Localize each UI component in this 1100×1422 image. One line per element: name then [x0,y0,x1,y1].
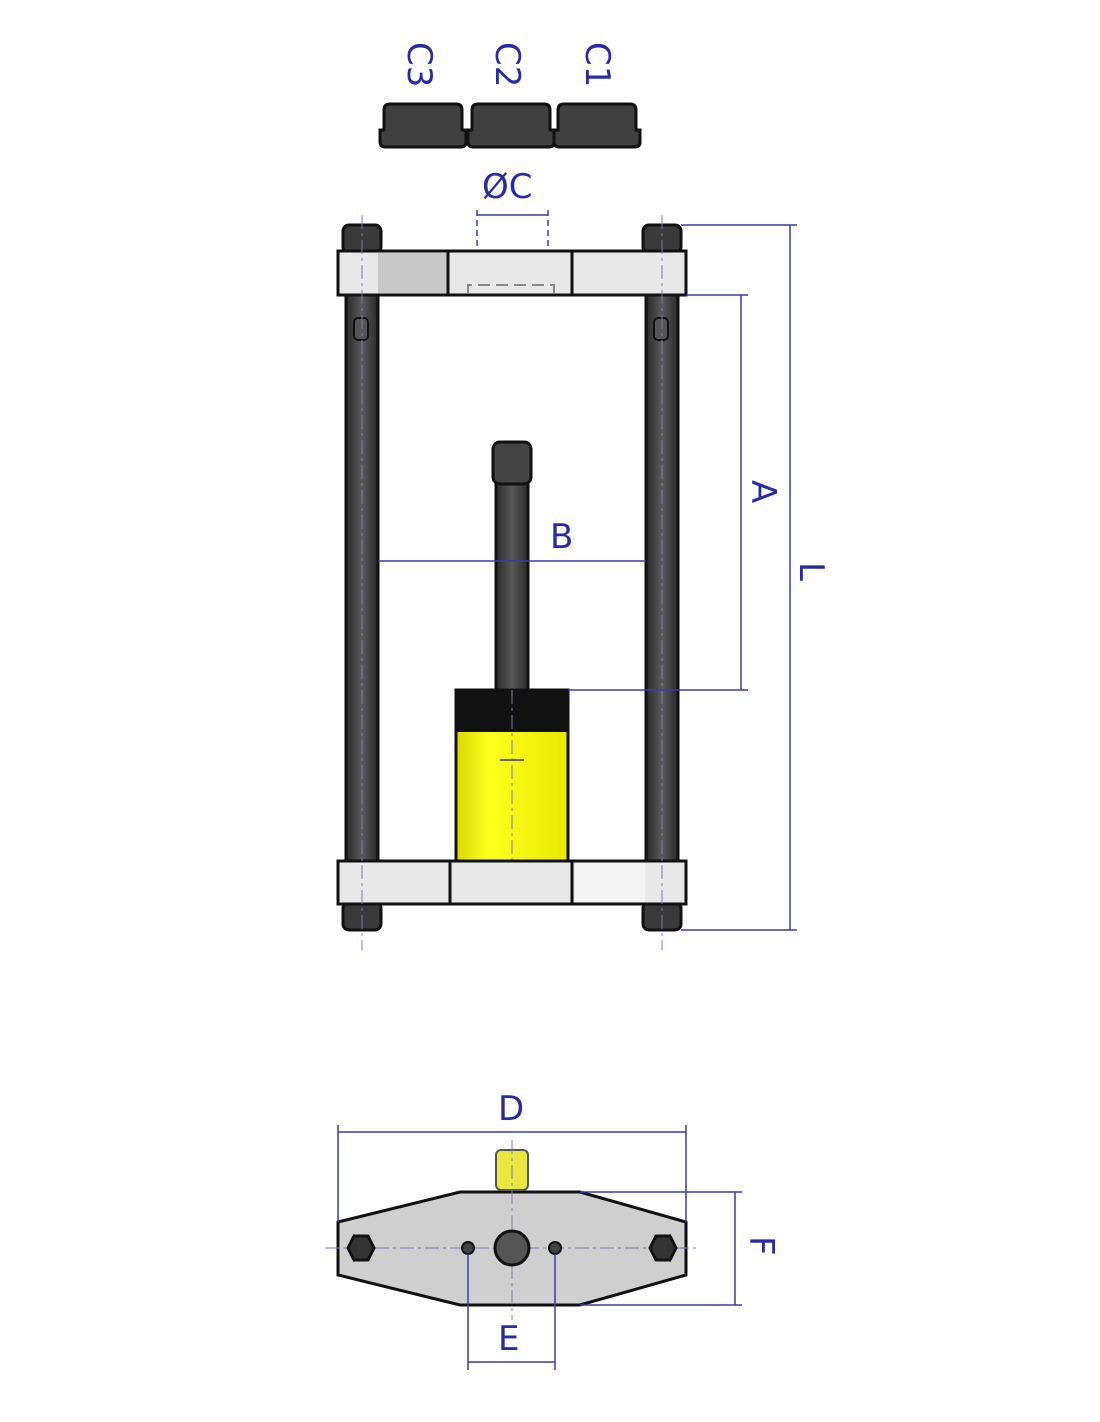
plunger [491,440,533,694]
hex-hole-right [648,1234,678,1262]
dimension-l: L [681,224,831,931]
small-hole [548,1241,562,1255]
cap-c2 [466,102,556,149]
hydraulic-cylinder [454,688,570,900]
plate-top-view [325,1140,700,1320]
dimension-d: D [337,1089,687,1222]
dimension-a: A [568,294,783,691]
label-d: D [498,1089,524,1129]
small-hole [461,1241,475,1255]
dimension-b: B [378,517,646,562]
label-f: F [741,1236,781,1256]
adapter-caps: C3 C2 C1 [378,42,642,149]
rod-slot-left [353,317,369,341]
cap-c3 [378,102,468,149]
top-plate [336,249,688,297]
label-c1: C1 [577,42,617,87]
hex-hole-left [346,1234,376,1262]
label-l: L [791,562,831,581]
label-b: B [550,517,573,557]
label-c3: C3 [399,42,439,87]
center-hole [493,1229,531,1267]
dimension-e: E [467,1254,556,1370]
dimension-f: F [580,1191,781,1306]
bottom-plate [336,859,688,906]
label-a: A [743,480,783,503]
rod-slot-right [653,317,669,341]
label-e: E [498,1319,519,1359]
label-diameter-c: ØC [482,167,533,207]
cap-c1 [552,102,642,149]
label-c2: C2 [487,42,527,87]
